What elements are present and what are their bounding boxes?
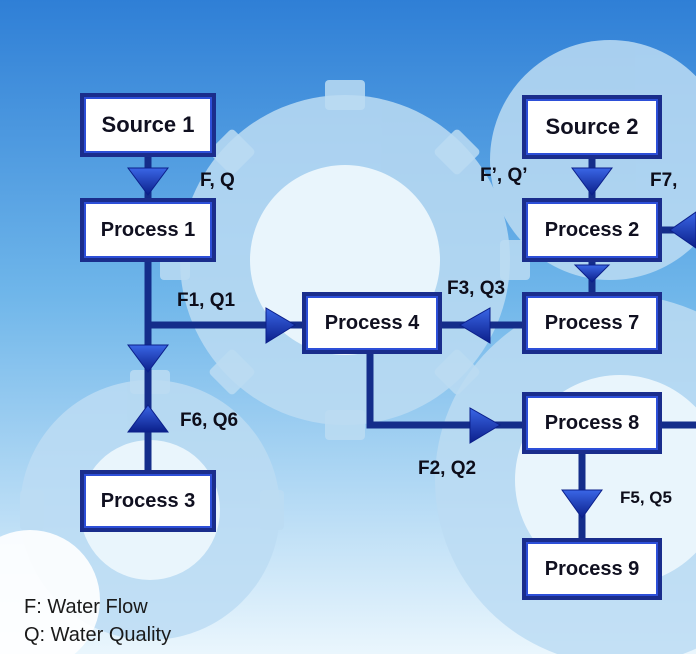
node-process-7[interactable]: Process 7: [522, 292, 662, 354]
arrow-to-process4: [265, 307, 296, 344]
node-source-1[interactable]: Source 1: [80, 93, 216, 157]
flow-label-f2q2: F2, Q2: [418, 458, 477, 479]
legend-quality: Q: Water Quality: [24, 624, 172, 646]
arrow-process8-process9: [561, 489, 603, 519]
gear-teeth: [20, 80, 530, 530]
node-label: Source 1: [101, 112, 195, 137]
node-label: Process 3: [100, 489, 196, 512]
node-process-4[interactable]: Process 4: [302, 292, 442, 354]
flow-label-fq-prime: F’, Q’: [480, 165, 528, 186]
flow-label-f5q5: F5, Q5: [620, 488, 672, 507]
flow-label-f3q3: F3, Q3: [447, 278, 506, 299]
arrow-down-process3: [127, 344, 169, 373]
arrow-to-process8: [469, 407, 501, 444]
flow-label-f6q6: F6, Q6: [180, 410, 239, 431]
arrow-process2-process7: [573, 264, 611, 283]
flow-arrows: [127, 167, 696, 519]
arrow-up-from-process3: [127, 404, 169, 433]
node-process-1[interactable]: Process 1: [80, 198, 216, 262]
node-label: Process 8: [544, 411, 640, 434]
node-label: Source 2: [545, 114, 639, 139]
flow-label-f7: F7,: [650, 170, 678, 191]
arrow-source1-process1: [127, 167, 169, 196]
node-process-9[interactable]: Process 9: [522, 538, 662, 600]
node-label: Process 2: [544, 218, 640, 241]
node-process-8[interactable]: Process 8: [522, 392, 662, 454]
node-source-2[interactable]: Source 2: [522, 95, 662, 159]
node-label: Process 7: [544, 311, 640, 334]
node-process-3[interactable]: Process 3: [80, 470, 216, 532]
node-label: Process 1: [100, 218, 196, 241]
arrow-into-process2: [669, 211, 696, 249]
arrow-process7-process4: [459, 307, 491, 344]
arrow-source2-process2: [571, 167, 613, 196]
node-label: Process 9: [544, 557, 640, 580]
node-process-2[interactable]: Process 2: [522, 198, 662, 262]
legend-flow: F: Water Flow: [24, 596, 148, 618]
node-label: Process 4: [324, 311, 420, 334]
flow-label-fq: F, Q: [200, 170, 235, 191]
flow-label-f1q1: F1, Q1: [177, 290, 236, 311]
